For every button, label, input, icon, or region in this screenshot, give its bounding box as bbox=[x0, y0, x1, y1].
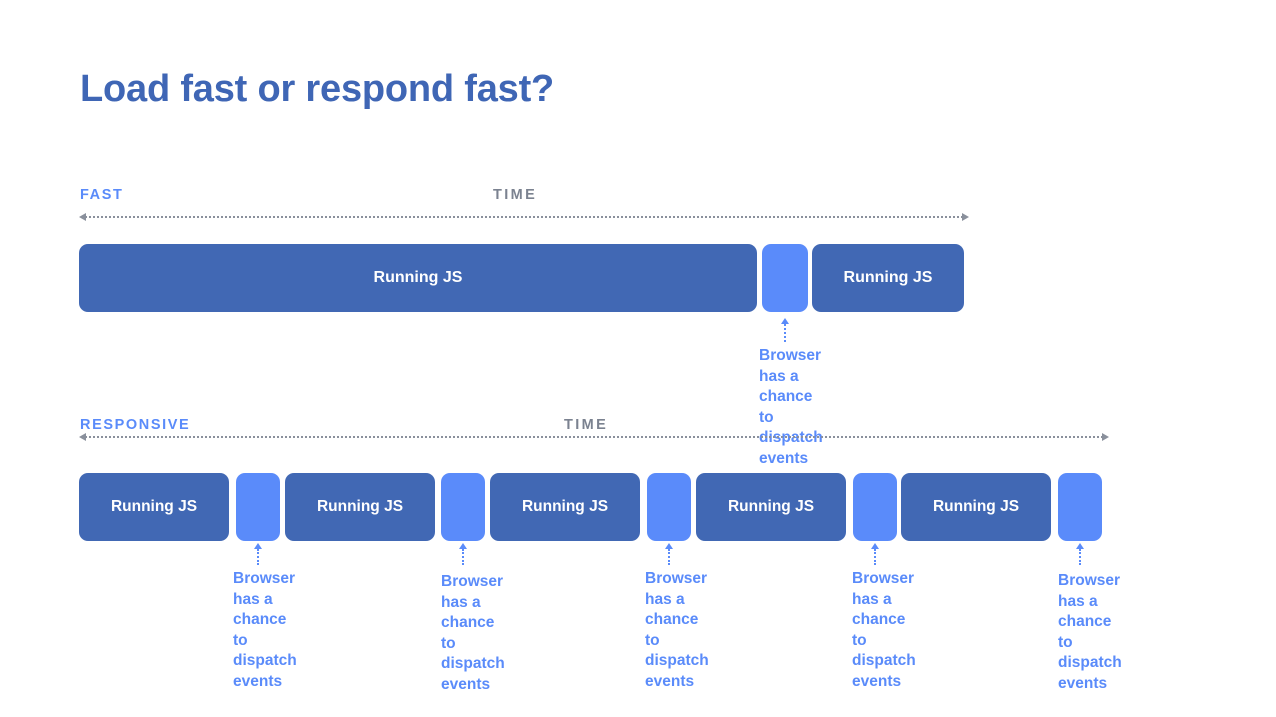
annotation-stem bbox=[257, 549, 259, 565]
time-axis-label-fast: TIME bbox=[493, 187, 538, 203]
annotation-stem bbox=[668, 549, 670, 565]
timeline-block-gap[interactable] bbox=[647, 473, 691, 541]
axis-arrow-right-icon bbox=[962, 213, 969, 221]
timeline-block-gap[interactable] bbox=[853, 473, 897, 541]
timeline-block-js[interactable]: Running JS bbox=[490, 473, 640, 541]
annotation-arrow-icon bbox=[871, 543, 879, 549]
time-axis-responsive bbox=[79, 432, 1109, 442]
annotation-arrow-icon bbox=[1076, 543, 1084, 549]
timeline-block-gap[interactable] bbox=[1058, 473, 1102, 541]
section-label-responsive: RESPONSIVE bbox=[80, 417, 191, 433]
timeline-block-js[interactable]: Running JS bbox=[696, 473, 846, 541]
timeline-block-js[interactable]: Running JS bbox=[79, 473, 229, 541]
annotation-text: Browser has a chance to dispatch events bbox=[645, 570, 709, 690]
timeline-block-js[interactable]: Running JS bbox=[285, 473, 435, 541]
annotation-arrow-icon bbox=[254, 543, 262, 549]
page-title: Load fast or respond fast? bbox=[80, 68, 555, 110]
annotation-text: Browser has a chance to dispatch events bbox=[441, 573, 505, 693]
section-label-fast: FAST bbox=[80, 187, 124, 203]
annotation-stem bbox=[1079, 549, 1081, 565]
annotation-arrow-icon bbox=[459, 543, 467, 549]
annotation-stem bbox=[784, 324, 786, 342]
annotation-text: Browser has a chance to dispatch events bbox=[852, 570, 916, 690]
annotation-stem bbox=[462, 549, 464, 565]
axis-line bbox=[85, 216, 963, 218]
annotation-arrow-icon bbox=[781, 318, 789, 324]
axis-line bbox=[85, 436, 1103, 438]
annotation-stem bbox=[874, 549, 876, 565]
annotation-text: Browser has a chance to dispatch events bbox=[1058, 572, 1122, 692]
annotation-text: Browser has a chance to dispatch events bbox=[759, 347, 823, 467]
axis-arrow-left-icon bbox=[79, 433, 86, 441]
timeline-block-js[interactable]: Running JS bbox=[901, 473, 1051, 541]
time-axis-fast bbox=[79, 212, 969, 222]
annotation-arrow-icon bbox=[665, 543, 673, 549]
axis-arrow-left-icon bbox=[79, 213, 86, 221]
timeline-block-gap[interactable] bbox=[762, 244, 808, 312]
timeline-block-js[interactable]: Running JS bbox=[812, 244, 964, 312]
timeline-block-gap[interactable] bbox=[236, 473, 280, 541]
timeline-block-gap[interactable] bbox=[441, 473, 485, 541]
timeline-block-js[interactable]: Running JS bbox=[79, 244, 757, 312]
annotation-text: Browser has a chance to dispatch events bbox=[233, 570, 297, 690]
time-axis-label-responsive: TIME bbox=[564, 417, 609, 433]
axis-arrow-right-icon bbox=[1102, 433, 1109, 441]
